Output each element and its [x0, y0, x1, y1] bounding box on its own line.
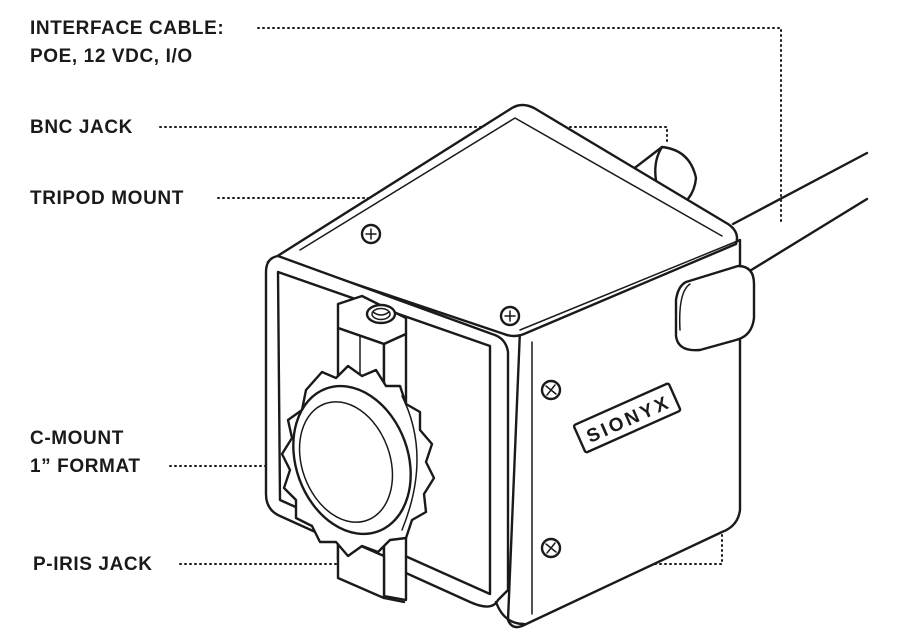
tripod-mount-hole [365, 303, 397, 325]
label-tripod-mount: TRIPOD MOUNT [30, 188, 184, 209]
screw-icon [540, 537, 562, 559]
interface-cable [731, 151, 869, 274]
screw-icon [360, 223, 382, 245]
camera-illustration: SIONYX [264, 103, 869, 629]
label-interface-cable-line1: INTERFACE CABLE: [30, 18, 224, 39]
label-c-mount-line2: 1” FORMAT [30, 456, 141, 477]
label-p-iris-jack: P-IRIS JACK [33, 554, 153, 575]
camera-top-face [266, 103, 739, 338]
screw-icon [499, 305, 521, 327]
label-c-mount-line1: C-MOUNT [30, 428, 124, 449]
c-mount-lens [280, 364, 436, 558]
leader-interface-cable [257, 27, 782, 225]
leader-bnc-jack [159, 126, 668, 144]
label-bnc-jack: BNC JACK [30, 117, 133, 138]
screw-icon [540, 379, 562, 401]
p-iris-jack-connector [674, 264, 756, 352]
label-interface-cable-line2: POE, 12 VDC, I/O [30, 46, 193, 67]
leader-p-iris-right [595, 314, 723, 565]
